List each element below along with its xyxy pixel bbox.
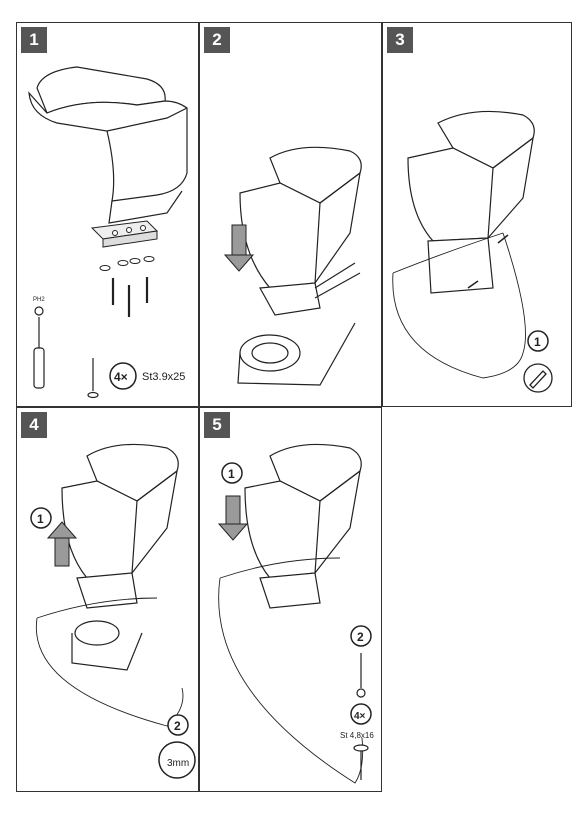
callout-2-label: 2 [357,630,364,644]
screw-spec-label: St3.9x25 [142,371,185,383]
base-console [71,620,143,671]
armrest-drawing [244,443,362,609]
detail-lines [392,232,526,379]
callout-2-circle [167,714,189,736]
callout-1-circle [30,507,52,529]
measure-label: 3mm [167,758,189,769]
armrest-drawing [239,146,362,316]
step-number-badge: 4 [21,412,47,438]
callout-1-label: 1 [228,467,235,481]
screw-icon [87,358,99,399]
step-4-panel: 4 1 2 3mm [16,407,199,792]
callout-1-circle [221,462,243,484]
armrest-drawing [407,110,535,294]
step-5-panel: 5 1 2 4× St 4,8x16 [199,407,382,792]
tool-label: PH2 [33,297,45,303]
step-3-illustration: 1 [392,110,553,393]
callout-2-label: 2 [174,719,181,733]
quantity-circle [109,362,137,390]
screw-spec-label: St 4,8x16 [340,731,374,740]
arrow-down-icon [223,224,255,272]
callout-1-circle [527,330,549,352]
step-number-badge: 2 [204,27,230,53]
step-2-panel: 2 [199,22,382,407]
step-number-badge: 1 [21,27,47,53]
callout-1-label: 1 [37,512,44,526]
mounting-bracket [90,220,159,248]
step-5-illustration: 1 2 4× St 4,8x16 [217,443,374,784]
quantity-label: 4× [114,370,128,384]
screwdriver-icon [356,653,366,698]
washers [99,256,155,271]
screw-icon [353,744,369,780]
step-3-panel: 3 1 [382,22,572,407]
step-2-illustration [223,146,362,386]
step-1-illustration: PH2 4× St3.9x25 [28,66,188,399]
arrow-up-icon [46,521,78,567]
quantity-circle [350,703,372,725]
step-4-illustration: 1 2 3mm [30,443,196,779]
armrest-drawing [61,443,179,609]
drill-bit-icon [158,741,196,779]
callout-2-circle [350,625,372,647]
arrow-indicators [467,234,509,289]
step-number-badge: 3 [387,27,413,53]
quantity-label: 4× [354,711,366,722]
callout-1-label: 1 [534,335,541,349]
pry-tool-icon [523,363,553,393]
detail-lines [35,597,184,727]
step-1-panel: 1 [16,22,199,407]
arrow-down-icon [217,495,249,541]
screws-set [111,277,149,317]
screwdriver-icon [33,306,45,389]
step-number-badge: 5 [204,412,230,438]
base-console [237,262,361,386]
detail-lines [218,557,364,784]
armrest-drawing [28,66,188,224]
